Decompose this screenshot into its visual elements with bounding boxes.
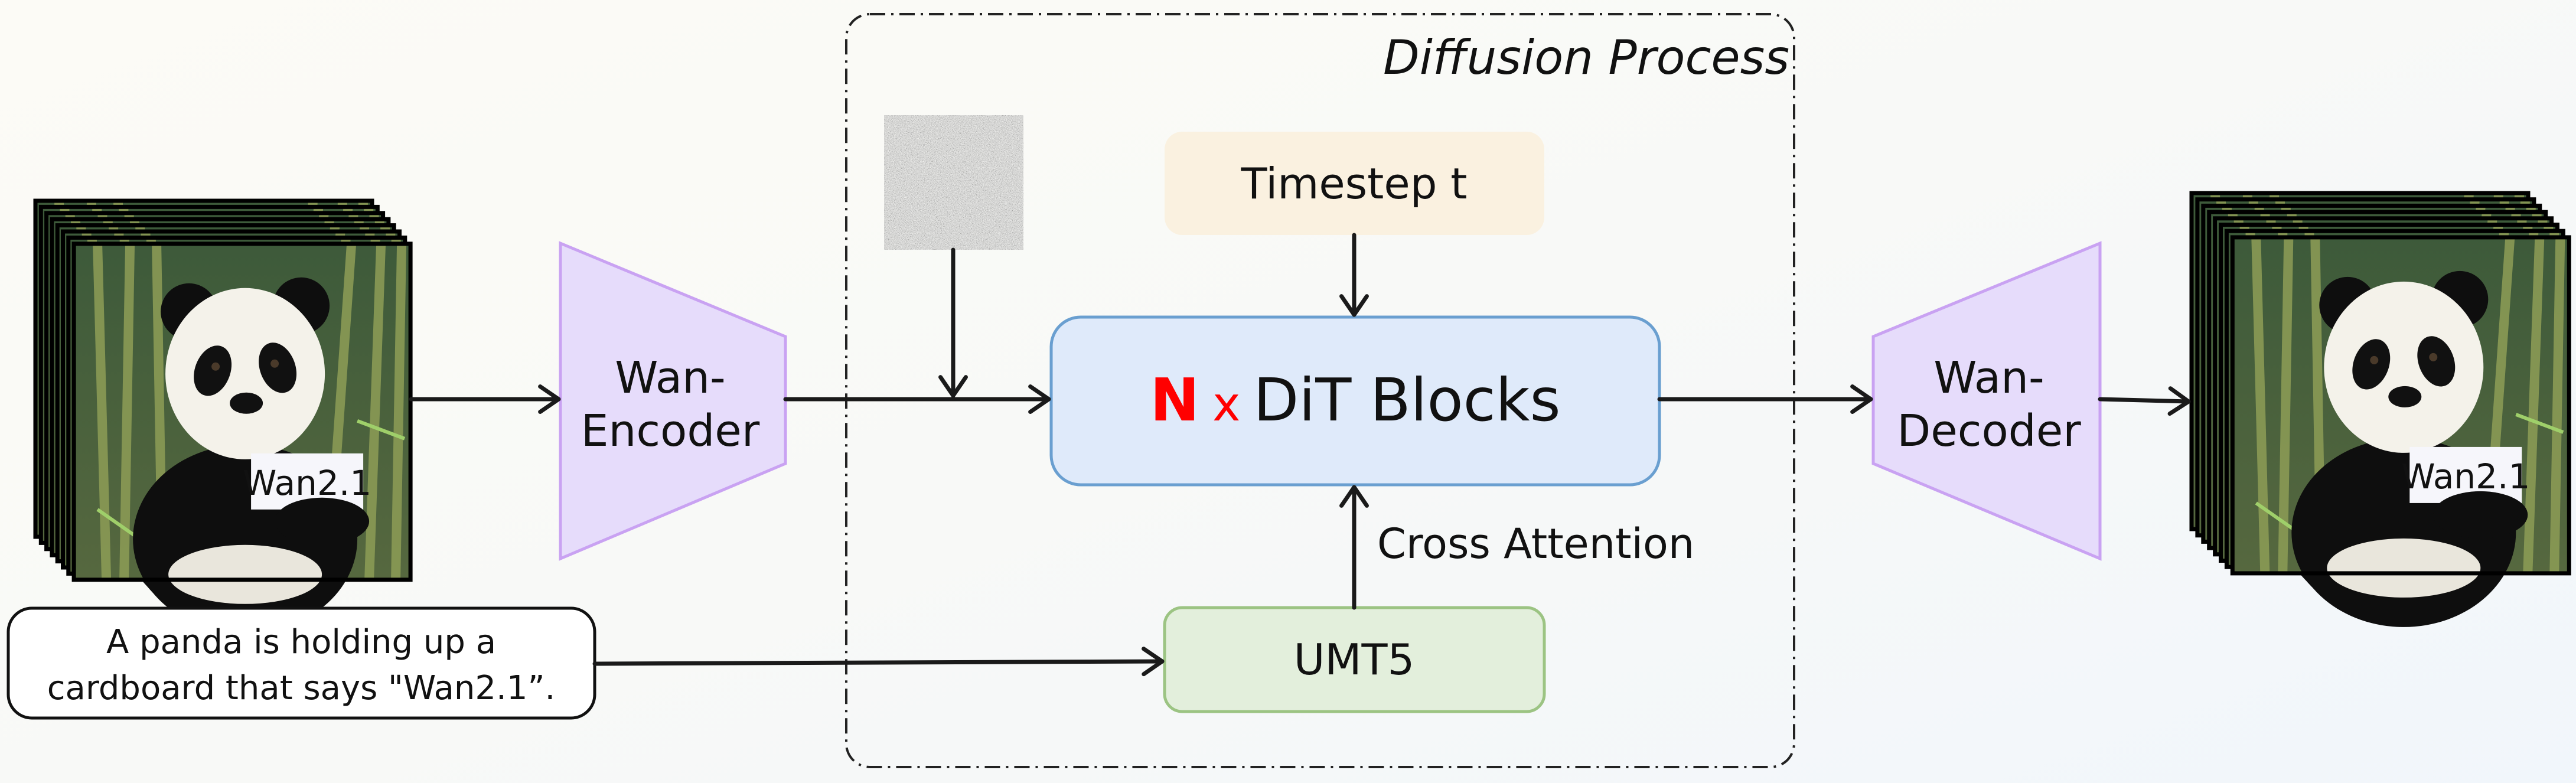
encoder-label-line1: Wan- (615, 353, 725, 403)
video-frame: Wan2.1 (74, 244, 410, 634)
timestep-label: Timestep t (1240, 159, 1467, 208)
wan-encoder-block (559, 241, 787, 561)
arrowhead-icon (1850, 384, 1873, 414)
umt5-label: UMT5 (1294, 635, 1415, 684)
output-video-frames: Wan2.1 (2192, 193, 2569, 627)
timestep-box (1165, 132, 1544, 235)
encoder-label-line2: Encoder (581, 406, 760, 456)
input-video-frames: Wan2.1 (35, 201, 410, 634)
dit-label: DiT Blocks (1253, 366, 1560, 435)
diffusion-process-label: Diffusion Process (1383, 30, 1789, 85)
prompt-line1: A panda is holding up a (106, 623, 496, 661)
sign-text: Wan2.1 (243, 463, 371, 503)
decoder-label-line1: Wan- (1933, 353, 2044, 403)
diffusion-process-group (845, 13, 1795, 768)
arrow-line (592, 659, 1165, 666)
arrow-line (2098, 397, 2191, 404)
arrowhead-icon (2167, 386, 2191, 416)
cross-attention-label: Cross Attention (1377, 520, 1694, 568)
arrowhead-icon (938, 375, 968, 398)
arrowhead-icon (1339, 294, 1369, 317)
dit-times: x (1212, 377, 1240, 432)
arrowhead-icon (1028, 384, 1051, 414)
video-frame: Wan2.1 (2232, 237, 2569, 627)
arrowhead-icon (538, 384, 561, 414)
arrows (409, 233, 2191, 677)
dit-multiplier: N (1150, 366, 1199, 435)
wan-decoder-block (1871, 241, 2102, 561)
sign-text: Wan2.1 (2401, 456, 2530, 497)
arrowhead-icon (1339, 485, 1369, 508)
prompt-line2: cardboard that says "Wan2.1”. (47, 669, 556, 707)
arrowhead-icon (1142, 647, 1165, 677)
decoder-label-line2: Decoder (1897, 406, 2081, 456)
noise-latent (884, 115, 1023, 250)
